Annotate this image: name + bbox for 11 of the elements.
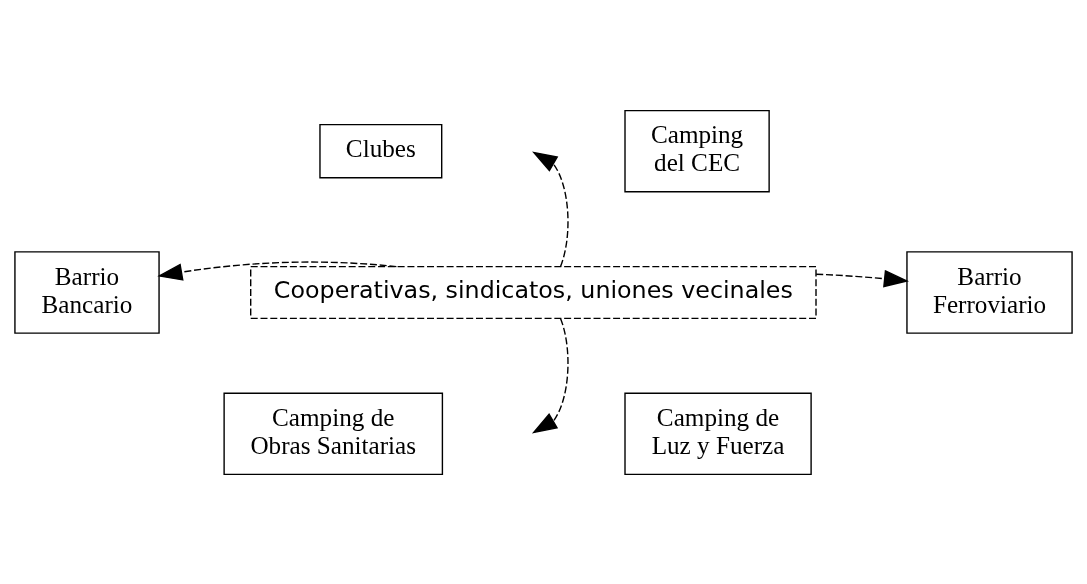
node-box: Barrio Ferroviario (906, 250, 1073, 334)
node-box: Cooperativas, sindicatos, uniones vecinales (250, 265, 817, 319)
arrow (157, 260, 398, 281)
node-box: Camping de Luz y Fuerza (624, 392, 812, 475)
node-box: Camping de Obras Sanitarias (223, 392, 444, 475)
arrow (531, 317, 569, 433)
node-box: Barrio Bancario (14, 250, 160, 334)
node-box: Clubes (319, 123, 443, 178)
arrow (815, 269, 910, 287)
node-box: Camping del CEC (624, 109, 770, 192)
arrow (532, 151, 569, 267)
